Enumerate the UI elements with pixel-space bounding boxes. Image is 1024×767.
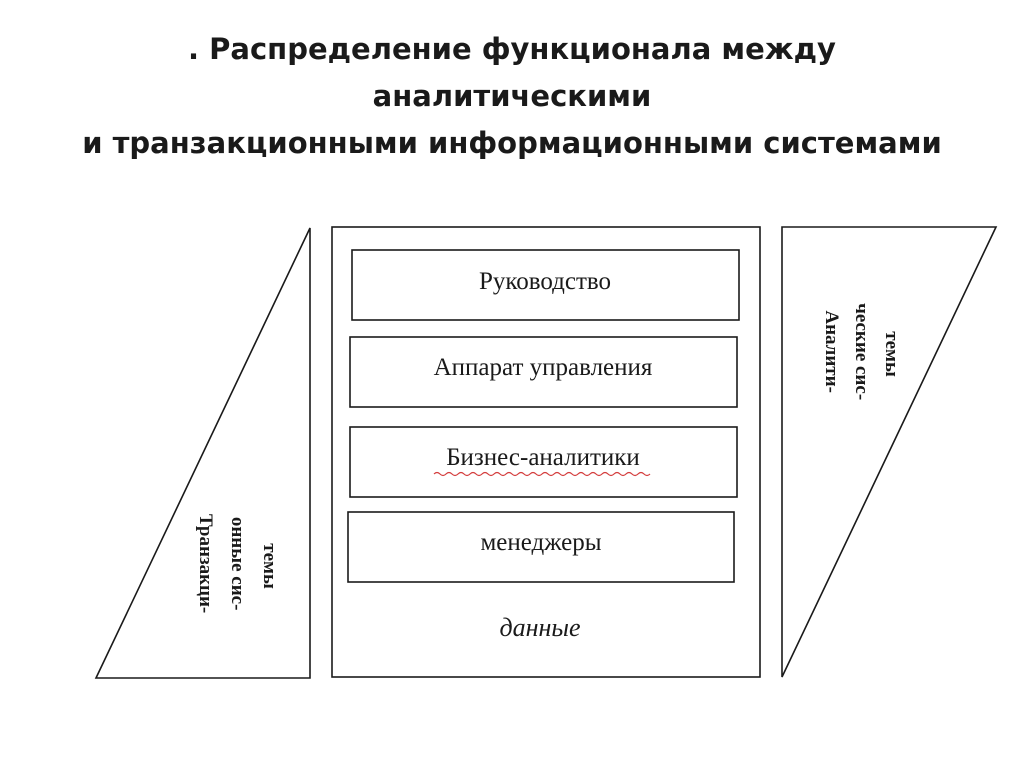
level-label-business-analysts: Бизнес-аналитики (446, 444, 640, 471)
level-box-administration (349, 336, 738, 408)
analytical-label-line-2: ческие сис- (851, 303, 872, 400)
analytical-systems-shape (781, 226, 998, 678)
title-line-2: аналитическими (372, 79, 652, 113)
level-label-management: Руководство (479, 268, 611, 295)
spellcheck-underline (433, 471, 651, 477)
level-box-managers (347, 511, 735, 583)
transactional-label-line-2: онные сис- (227, 517, 248, 611)
svg-text:Аналити- ческие сис-: Аналити- ческие сис- темы (821, 303, 902, 405)
transactional-label-line-1: Транзакци- (195, 514, 216, 613)
transactional-systems-shape (94, 227, 311, 679)
analytical-systems-label: Аналити- ческие сис- темы (821, 303, 902, 405)
analytical-label-line-1: Аналити- (821, 310, 842, 393)
svg-text:Транзакци- онные сис-: Транзакци- онные сис- темы (195, 514, 280, 618)
analytical-label-line-3: темы (881, 331, 902, 377)
level-box-management (351, 249, 740, 321)
level-label-managers: менеджеры (480, 529, 601, 556)
level-box-business-analysts (349, 426, 738, 498)
level-label-administration: Аппарат управления (434, 354, 653, 381)
data-label: данные (499, 613, 580, 642)
slide-title: . Распределение функционала между аналит… (0, 26, 1024, 167)
transactional-systems-label: Транзакци- онные сис- темы (195, 514, 280, 618)
title-line-3: и транзакционными информационными систем… (82, 126, 942, 160)
transactional-label-line-3: темы (259, 543, 280, 589)
title-line-1: . Распределение функционала между (188, 32, 836, 66)
